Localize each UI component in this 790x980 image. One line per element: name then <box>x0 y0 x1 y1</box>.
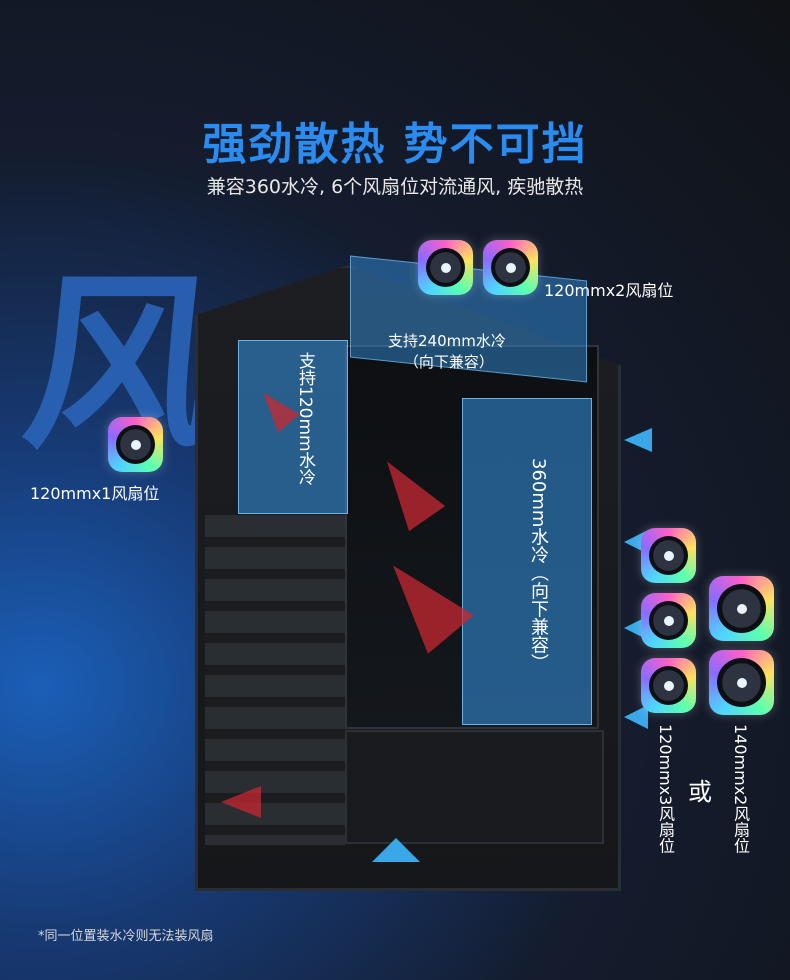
top-fans-label: 120mmx2风扇位 <box>544 281 674 300</box>
psu-shroud <box>345 730 604 844</box>
footnote: *同一位置装水冷则无法装风扇 <box>38 929 214 944</box>
front-radiator-label: 360mm水冷（向下兼容） <box>528 458 549 672</box>
intake-arrow-bottom <box>372 838 420 862</box>
front-radiator-overlay <box>462 398 592 725</box>
exhaust-arrow-bottom <box>221 786 261 818</box>
rear-fan-label: 120mmx1风扇位 <box>30 484 160 503</box>
or-label: 或 <box>688 778 712 806</box>
intake-arrow-1 <box>624 428 652 452</box>
front-fan-120-3 <box>641 658 696 713</box>
top-fan-1 <box>418 240 473 295</box>
front-fan-140-2 <box>709 650 774 715</box>
rear-fan <box>108 417 163 472</box>
page-subtitle: 兼容360水冷, 6个风扇位对流通风, 疾驰散热 <box>206 176 584 198</box>
front-fan-120-1 <box>641 528 696 583</box>
rear-expansion-slots <box>205 515 345 845</box>
front-fan-120-2 <box>641 593 696 648</box>
top-radiator-label-line1: 支持240mm水冷 <box>388 332 506 350</box>
front-fans-140-label: 140mmx2风扇位 <box>731 724 750 854</box>
top-radiator-label-line2: （向下兼容） <box>403 353 494 371</box>
page-title: 强劲散热 势不可挡 <box>202 119 588 170</box>
top-radiator-label: 支持240mm水冷 （向下兼容） <box>388 330 506 372</box>
front-fans-120-label: 120mmx3风扇位 <box>656 724 675 854</box>
rear-radiator-label: 支持120mm水冷 <box>295 352 315 486</box>
rear-radiator-overlay <box>238 340 348 514</box>
front-fan-140-1 <box>709 576 774 641</box>
intake-arrow-4 <box>624 705 648 729</box>
top-fan-2 <box>483 240 538 295</box>
